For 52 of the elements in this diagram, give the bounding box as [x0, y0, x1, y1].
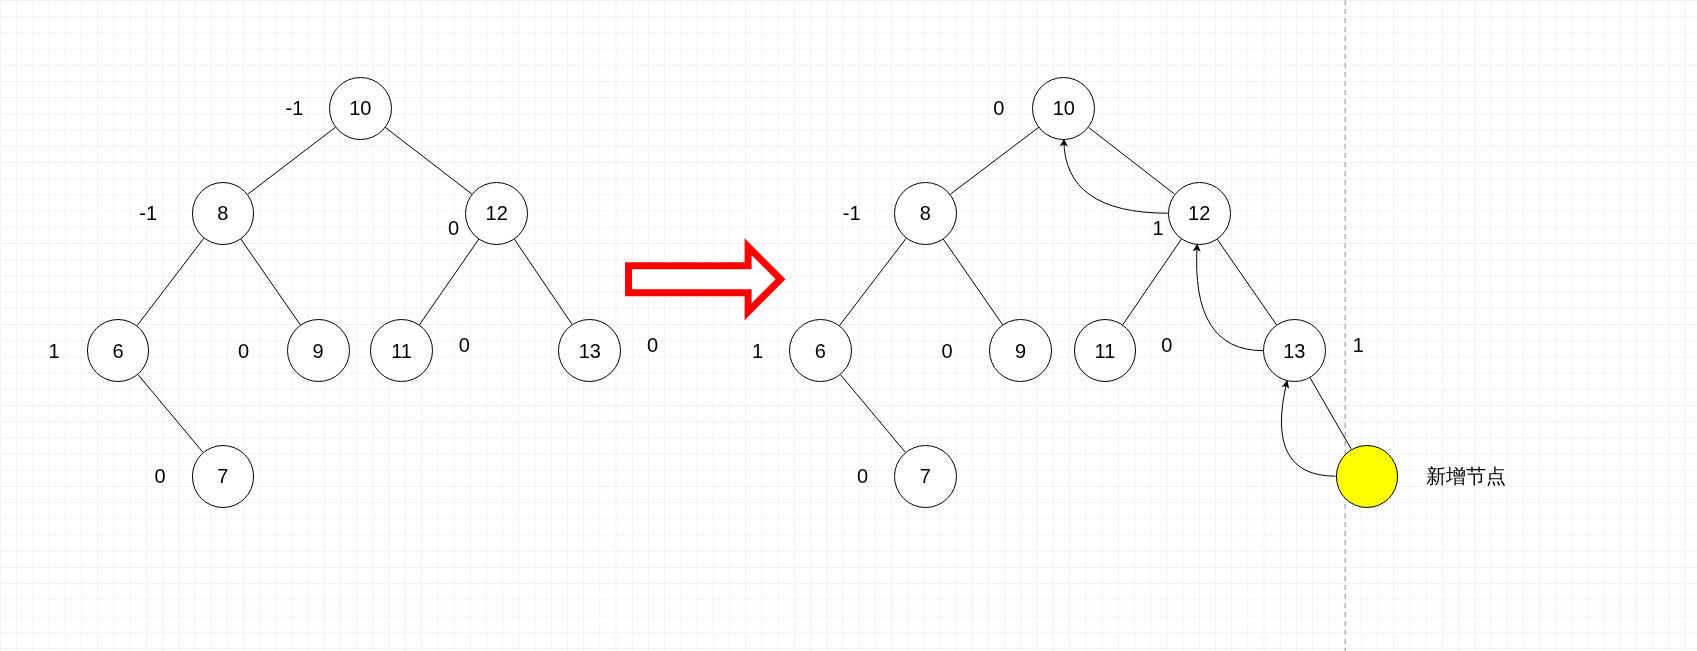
balance-factor: 0 [447, 216, 460, 242]
node-value: 11 [391, 338, 412, 364]
arrow [1280, 380, 1336, 477]
balance-factor: 0 [857, 464, 869, 490]
balance-factor: 1 [752, 338, 764, 364]
balance-factor: 0 [941, 338, 953, 364]
tree-edge [137, 374, 204, 453]
node-value: 10 [349, 96, 372, 122]
node-value: 8 [217, 201, 229, 227]
block-arrow [625, 238, 786, 321]
node-value: 9 [1015, 338, 1027, 364]
arrow [1192, 243, 1264, 352]
tree-edge [1088, 126, 1175, 195]
node-value: 6 [814, 338, 826, 364]
tree-edge [1309, 377, 1352, 450]
balance-factor: 0 [458, 333, 470, 359]
arrow [1060, 138, 1169, 214]
node-value: 13 [578, 338, 601, 364]
node-caption: 新增节点 [1426, 464, 1507, 490]
tree-edge [240, 238, 301, 326]
balance-factor: 1 [48, 338, 60, 364]
tree-edge [949, 126, 1040, 195]
balance-factor: 1 [1352, 333, 1364, 359]
node-value: 6 [112, 338, 124, 364]
tree-edge [384, 126, 473, 195]
balance-factor: 0 [993, 96, 1005, 122]
tree-edge [838, 237, 907, 327]
balance-factor: -1 [842, 201, 861, 227]
balance-factor: 1 [1152, 216, 1164, 242]
tree-edge [136, 237, 205, 327]
tree-edge [247, 126, 336, 195]
node-value: 12 [485, 201, 508, 227]
tree-edge [418, 238, 480, 326]
node-value: 9 [312, 338, 324, 364]
node-value: 8 [919, 201, 931, 227]
tree-edge [1122, 238, 1182, 326]
tree-edge [840, 374, 906, 453]
node-value: 7 [919, 464, 931, 490]
balance-factor: 0 [237, 338, 250, 364]
balance-factor: -1 [285, 96, 304, 122]
balance-factor: 0 [1161, 333, 1173, 359]
tree-edge [942, 238, 1004, 326]
tree-edge [1216, 238, 1277, 326]
balance-factor: 0 [154, 464, 166, 490]
tree-edge [513, 238, 573, 326]
balance-factor: -1 [139, 201, 158, 227]
balance-factor: 0 [647, 333, 659, 359]
node-value: 12 [1188, 201, 1211, 227]
node-value: 7 [217, 464, 229, 490]
node-value: 11 [1094, 338, 1116, 364]
node-value: 13 [1283, 338, 1306, 364]
node-value: 10 [1052, 96, 1075, 122]
